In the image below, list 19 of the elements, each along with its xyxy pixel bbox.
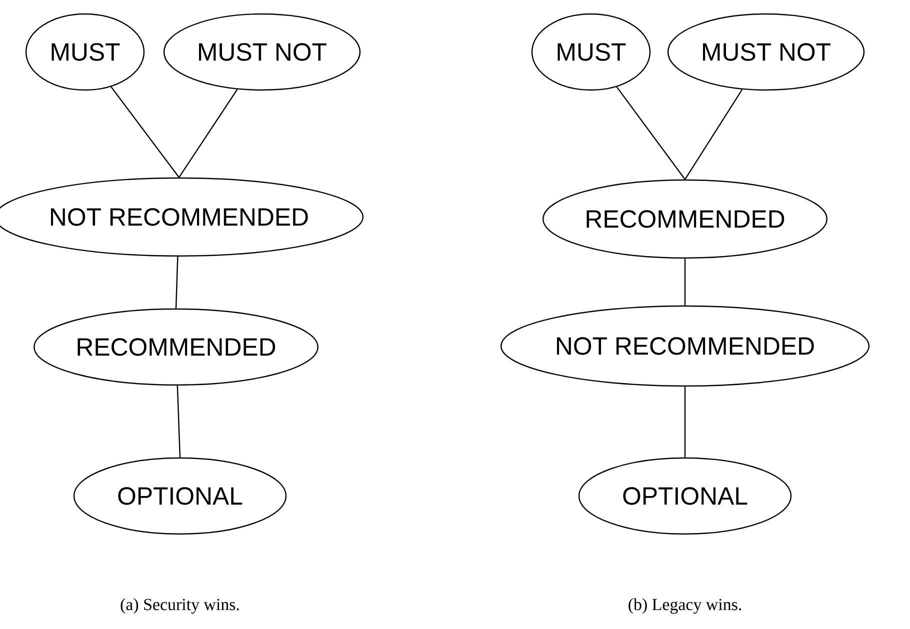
ellipse-node: NOT RECOMMENDED — [500, 305, 870, 387]
ellipse-node: OPTIONAL — [73, 457, 287, 535]
ellipse-node: RECOMMENDED — [542, 179, 828, 259]
ellipse-node: MUST NOT — [667, 13, 865, 91]
connector-line — [616, 86, 686, 180]
connector-line — [176, 386, 181, 458]
ellipse-node: MUST — [25, 13, 145, 91]
connector-line — [684, 89, 743, 180]
ellipse-node: OPTIONAL — [578, 457, 792, 535]
subfigure-caption: (a) Security wins. — [120, 598, 239, 614]
connector-line — [175, 256, 178, 308]
connector-line — [178, 89, 238, 178]
connector-line — [684, 258, 686, 306]
ellipse-node: MUST NOT — [163, 13, 361, 91]
ellipse-node: RECOMMENDED — [34, 308, 318, 386]
connector-line — [110, 86, 180, 178]
connector-line — [684, 386, 686, 458]
subfigure-caption: (b) Legacy wins. — [628, 598, 742, 614]
ellipse-node: MUST — [531, 13, 651, 91]
